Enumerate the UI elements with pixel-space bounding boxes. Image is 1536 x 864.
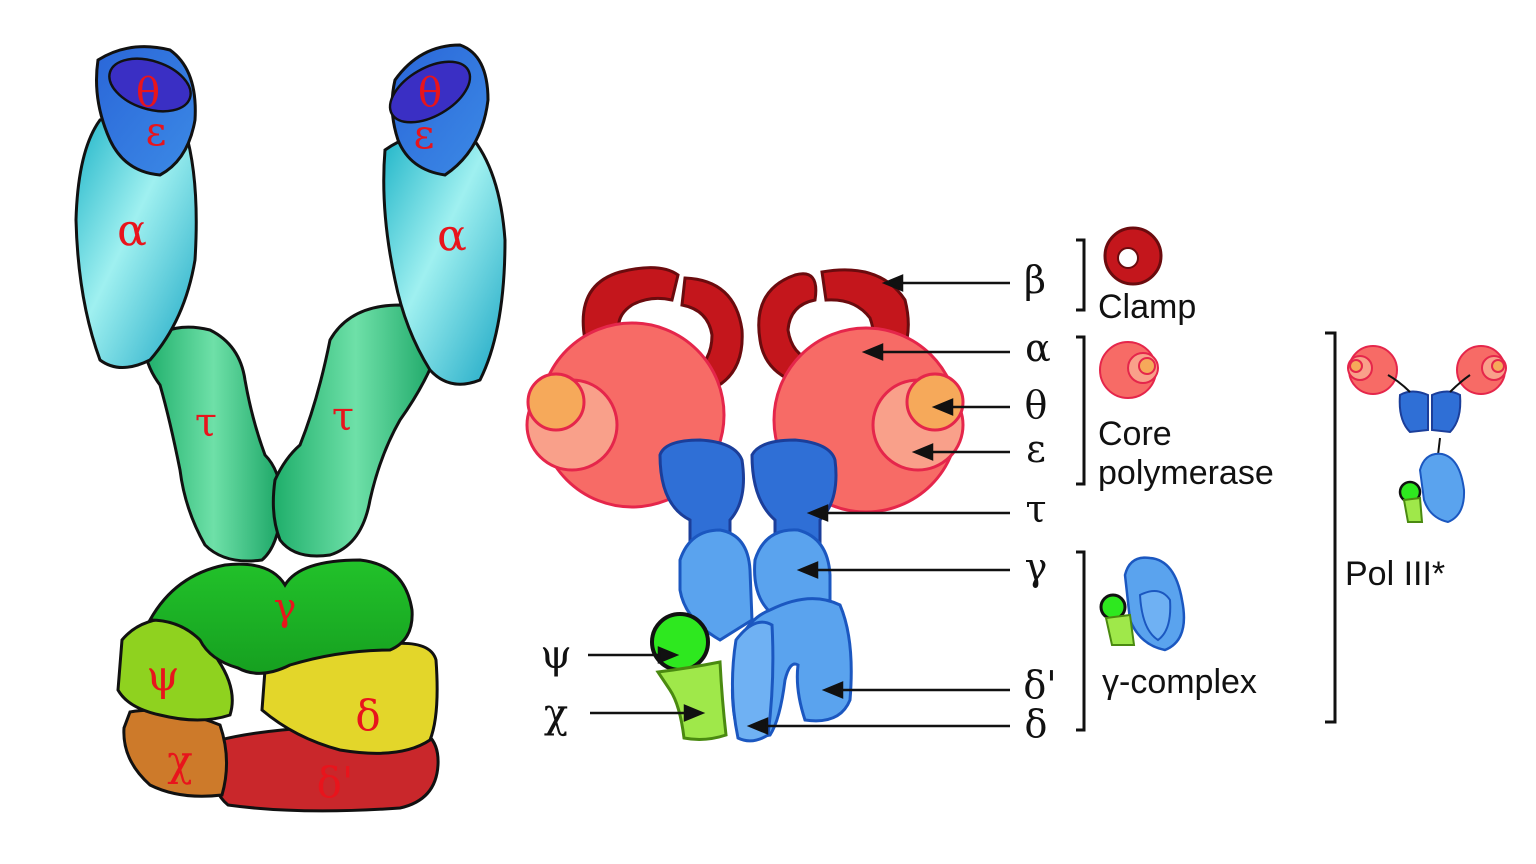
- clamp-icon: [1103, 226, 1163, 286]
- arrows: [588, 274, 1010, 735]
- gamma-right-model-left: [678, 528, 754, 642]
- right-label-tau: τ: [1025, 487, 1046, 531]
- theta-core-right: [905, 372, 965, 432]
- theta-subunit-left-model-right: [388, 60, 472, 124]
- theta-core-left: [526, 372, 586, 432]
- label-tau-left: τ: [195, 400, 217, 446]
- right-model: β α θ ε τ γ δ' δ ψ χ: [525, 226, 1507, 746]
- right-label-epsilon: ε: [1026, 427, 1046, 471]
- label-tau-right: τ: [332, 394, 354, 440]
- group-label-gamma-complex: γ-complex: [1102, 663, 1257, 701]
- tau-subunit-left-model-right: [271, 303, 440, 558]
- gamma-right-model-right: [753, 528, 832, 617]
- right-label-gamma: γ: [1025, 545, 1048, 589]
- label-chi: χ: [167, 736, 192, 785]
- tau-right-model-right: [750, 438, 838, 562]
- delta-right-model: [730, 620, 775, 743]
- label-epsilon-right: ε: [414, 112, 435, 158]
- right-label-alpha: α: [1025, 326, 1051, 370]
- right-label-chi: χ: [544, 691, 568, 737]
- gamma-subunit-left: [147, 558, 414, 675]
- group-label-pol-iii-star: Pol III*: [1345, 555, 1445, 593]
- gamma-complex-icon: [1099, 556, 1186, 652]
- group-label-core-line1: Core: [1098, 415, 1172, 453]
- core-polymerase-icon: [1099, 341, 1159, 399]
- left-model: θ ε α τ θ ε α τ γ ψ δ χ δ': [74, 43, 507, 813]
- right-label-beta: β: [1024, 258, 1046, 302]
- label-gamma: γ: [274, 585, 297, 629]
- group-label-core-line2: polymerase: [1098, 454, 1274, 492]
- label-delta: δ: [355, 691, 380, 740]
- right-label-delta: δ: [1025, 702, 1048, 746]
- right-label-psi: ψ: [540, 632, 571, 678]
- tau-subunit-left-model-left: [143, 325, 284, 563]
- label-theta-right: θ: [418, 70, 442, 116]
- pol-iii-star-icon: [1347, 345, 1507, 524]
- right-label-theta: θ: [1025, 383, 1048, 427]
- chi-right-model: [655, 660, 728, 741]
- brackets: [1076, 238, 1337, 732]
- label-alpha-left: α: [117, 205, 147, 256]
- group-label-clamp: Clamp: [1098, 288, 1196, 326]
- right-label-delta-prime: δ': [1023, 663, 1056, 707]
- label-alpha-right: α: [437, 210, 467, 261]
- label-psi: ψ: [147, 651, 180, 700]
- label-theta-left: θ: [136, 70, 160, 116]
- label-epsilon-left: ε: [146, 109, 167, 155]
- label-delta-prime: δ': [317, 758, 354, 807]
- theta-subunit-left-model-left: [108, 57, 192, 113]
